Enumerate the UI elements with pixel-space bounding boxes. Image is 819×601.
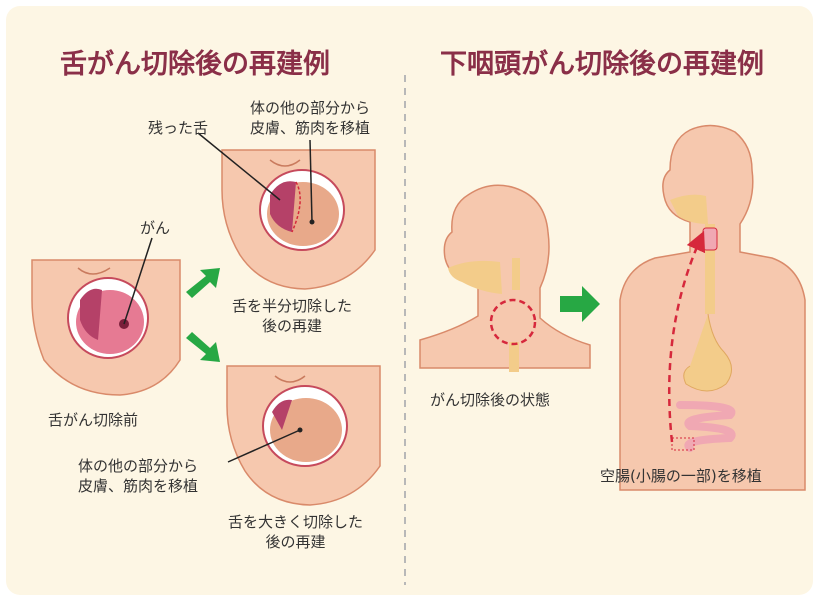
arrow-down-right: [186, 332, 220, 362]
head-after-resection-illustration: [419, 184, 591, 372]
leader-remaining-tongue: [197, 132, 281, 201]
label-remaining-tongue: 残った舌: [148, 119, 209, 137]
label-after-resection: がん切除後の状態: [430, 391, 551, 409]
leader-cancer: [123, 237, 153, 325]
jejunum-graft: [702, 227, 718, 251]
arrow-right-main: [560, 286, 600, 322]
graft-path-arrow: [668, 230, 706, 443]
body-jejunum-graft-illustration: [619, 124, 806, 491]
resection-site-circle: [489, 298, 537, 346]
label-graft-top: 体の他の部分から 皮膚、筋肉を移植: [250, 99, 371, 137]
label-before-resection: 舌がん切除前: [48, 411, 139, 429]
label-cancer: がん: [140, 219, 171, 237]
label-large-resection: 舌を大きく切除した 後の再建: [228, 513, 364, 551]
right-section-title: 下咽頭がん切除後の再建例: [440, 49, 764, 80]
label-half-resection: 舌を半分切除した 後の再建: [232, 297, 353, 335]
mouth-large-resected-illustration: [226, 365, 381, 506]
label-jejunum-graft: 空腸(小腸の一部)を移植: [600, 467, 762, 485]
arrow-up-right: [186, 268, 220, 298]
mouth-before-illustration: [31, 259, 181, 396]
leader-graft-top: [309, 139, 313, 223]
leader-graft-bottom: [227, 429, 301, 463]
left-section-title: 舌がん切除後の再建例: [60, 49, 330, 80]
label-graft-bottom: 体の他の部分から 皮膚、筋肉を移植: [78, 457, 199, 495]
